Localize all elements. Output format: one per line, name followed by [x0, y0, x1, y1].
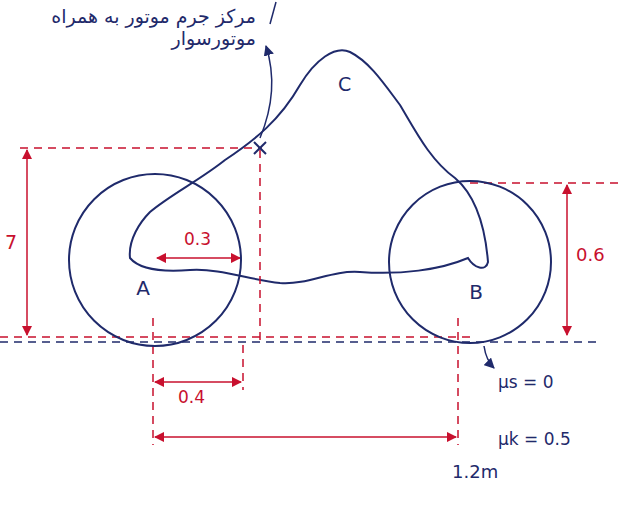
wheel-outline — [69, 174, 241, 346]
dimension-lines — [0, 148, 620, 445]
wheel-outline — [387, 179, 553, 345]
leader-line — [484, 346, 494, 368]
dimension-label: 0.4 — [178, 388, 205, 408]
dimension-label: 0.6 — [576, 245, 605, 266]
point-label: B — [469, 281, 483, 304]
wheel-circle: B — [387, 179, 553, 345]
callout-note: مرکز جرم موتور به همراه موتورسوار — [20, 6, 256, 50]
wheel-circle: A — [67, 172, 243, 348]
dimension-label: 1.2m — [452, 462, 498, 483]
center-of-mass — [254, 142, 266, 154]
dimension-label: 0.3 — [184, 230, 211, 250]
point-label: A — [136, 277, 150, 300]
ground-line — [0, 341, 600, 343]
wheel-outline — [389, 181, 551, 343]
leader-line — [260, 46, 272, 138]
pen-stroke — [270, 2, 276, 24]
friction-coefficient: μk = 0.5 — [498, 430, 571, 450]
motorcycle-body — [130, 50, 488, 283]
point-label: C — [338, 74, 351, 96]
friction-coefficient: μs = 0 — [498, 373, 554, 393]
dimension-label: 7 — [5, 232, 17, 254]
wheel-outline — [67, 172, 243, 348]
